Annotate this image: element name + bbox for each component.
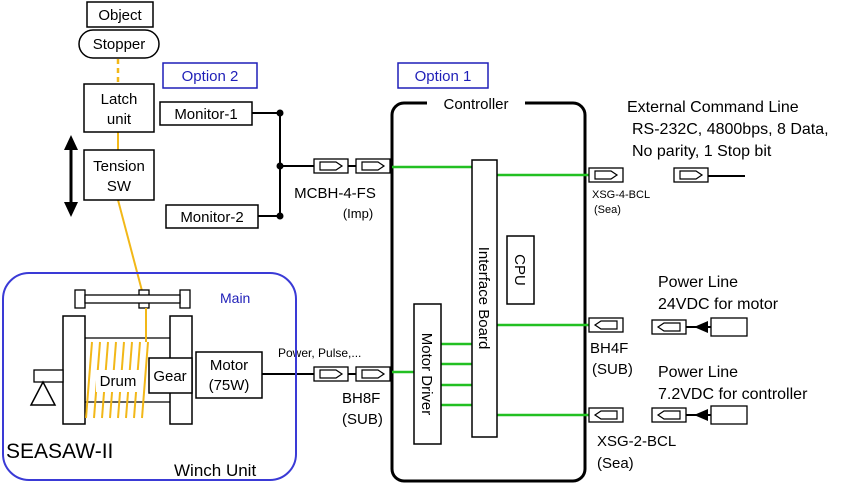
pl2-title: Power Line	[658, 364, 738, 381]
tension-label-1: Tension	[93, 158, 145, 175]
bh8f-label: BH8F	[342, 390, 380, 407]
ext-title: External Command Line	[627, 99, 799, 116]
cpu-box: CPU	[506, 235, 535, 305]
drum-label: Drum	[100, 373, 137, 390]
motor-label-2: (75W)	[209, 377, 250, 394]
motor-driver: Motor Driver	[413, 303, 442, 445]
interface-board: Interface Board	[471, 159, 498, 438]
option2-label: Option 2	[182, 68, 239, 85]
ext-line1: RS-232C, 4800bps, 8 Data,	[632, 121, 829, 138]
monitor1-label: Monitor-1	[174, 106, 237, 123]
pl1-desc: 24VDC for motor	[658, 296, 779, 313]
double-arrow-icon	[64, 135, 78, 217]
power-plug	[710, 405, 748, 425]
power-plug	[710, 317, 748, 337]
gear-box: Gear	[148, 357, 193, 394]
triangle-stand-icon	[29, 380, 57, 406]
pulley-icon	[74, 289, 191, 309]
connector-icon	[651, 407, 687, 423]
connector-icon	[355, 366, 391, 382]
bh4f-sub-label: (SUB)	[592, 361, 633, 378]
connector-icon	[588, 167, 624, 183]
interface-board-label: Interface Board	[475, 247, 492, 350]
junction-dots	[276, 109, 284, 220]
imp-label: (Imp)	[343, 206, 373, 221]
connector-icon	[355, 158, 391, 174]
motor-box: Motor (75W)	[195, 351, 263, 399]
xsg2-sea-label: (Sea)	[597, 455, 634, 472]
connector-icon	[313, 366, 349, 382]
monitor1-box: Monitor-1	[159, 101, 253, 126]
mcbh-label: MCBH-4-FS	[294, 185, 376, 202]
tension-sw-box: Tension SW	[83, 149, 155, 201]
cpu-label: CPU	[511, 254, 528, 286]
latch-unit-box: Latch unit	[83, 83, 155, 133]
connector-icon	[588, 407, 624, 423]
cable-wire	[117, 199, 147, 307]
motor-label-1: Motor	[210, 357, 248, 374]
stopper-label: Stopper	[93, 36, 146, 53]
option1-label: Option 1	[415, 68, 472, 85]
bh4f-label: BH4F	[590, 340, 628, 357]
connector-icon	[673, 167, 709, 183]
bh8f-sub-label: (SUB)	[342, 411, 383, 428]
winch-unit-frame	[2, 272, 297, 481]
controller-label: Controller	[443, 96, 508, 113]
arrow-icon	[694, 409, 708, 421]
latch-label-1: Latch	[101, 91, 138, 108]
monitor2-label: Monitor-2	[180, 209, 243, 226]
main-label: Main	[220, 290, 250, 306]
option2-box: Option 2	[162, 62, 258, 89]
connector-icon	[313, 158, 349, 174]
power-pulse-label: Power, Pulse,...	[278, 346, 361, 360]
seasaw-label: SEASAW-II	[6, 440, 113, 463]
ext-line2: No parity, 1 Stop bit	[632, 143, 772, 160]
stopper-box: Stopper	[78, 29, 160, 59]
arrow-icon	[694, 321, 708, 333]
tension-label-2: SW	[107, 178, 132, 195]
connector-icon	[651, 319, 687, 335]
gear-label: Gear	[153, 368, 186, 385]
motor-driver-label: Motor Driver	[418, 333, 435, 416]
monitor2-box: Monitor-2	[165, 204, 259, 229]
xsg4-label: XSG-4-BCL	[592, 189, 650, 201]
pl2-desc: 7.2VDC for controller	[658, 386, 808, 403]
option1-box: Option 1	[397, 62, 489, 89]
xsg4-sea-label: (Sea)	[594, 204, 621, 216]
connector-icon	[588, 317, 624, 333]
winch-unit-label: Winch Unit	[174, 461, 256, 480]
pl1-title: Power Line	[658, 274, 738, 291]
green-bus	[392, 165, 589, 417]
shaft	[33, 369, 64, 383]
latch-label-2: unit	[107, 111, 132, 128]
object-box: Object	[86, 1, 154, 28]
xsg2-label: XSG-2-BCL	[597, 433, 676, 450]
object-label: Object	[98, 7, 142, 24]
